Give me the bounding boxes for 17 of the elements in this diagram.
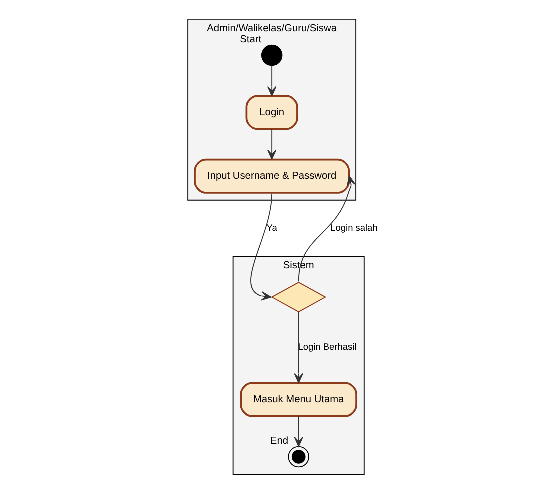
arrow xyxy=(294,312,304,384)
arrow xyxy=(294,416,304,448)
node-label: Start xyxy=(240,34,262,46)
arrow xyxy=(250,193,273,301)
node-box: Masuk Menu Utama xyxy=(240,382,358,418)
arrow xyxy=(267,129,277,160)
node-box: Input Username & Password xyxy=(194,158,350,194)
node-label: End xyxy=(270,436,288,447)
edge-label: Ya xyxy=(266,222,278,233)
node-circle xyxy=(288,446,310,468)
node-box: Login xyxy=(246,95,298,130)
node-diamond xyxy=(271,282,327,313)
edge-label: Login salah xyxy=(330,222,378,233)
arrow xyxy=(267,65,277,96)
node-circle xyxy=(261,44,283,66)
arrow xyxy=(298,176,356,282)
edge-label: Login Berhasil xyxy=(298,342,357,352)
